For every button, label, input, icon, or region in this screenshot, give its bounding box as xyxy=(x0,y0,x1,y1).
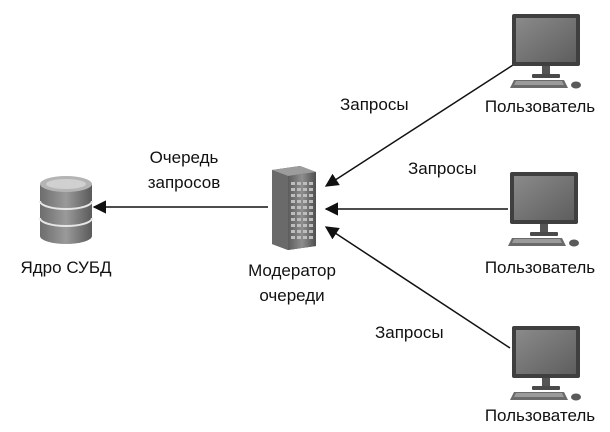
requests-label-bottom: Запросы xyxy=(375,323,444,342)
queue-label-line1: Очередь xyxy=(150,148,219,167)
requests-label-top: Запросы xyxy=(340,95,409,114)
queue-label-line2: запросов xyxy=(148,173,221,192)
computer-icon-top xyxy=(510,14,581,89)
arrow-request-top xyxy=(324,64,514,187)
core-label: Ядро СУБД xyxy=(20,258,111,277)
moderator-label-line2: очереди xyxy=(259,286,324,305)
user-label-middle: Пользователь xyxy=(485,258,595,277)
database-icon xyxy=(39,176,93,244)
computer-icon-middle xyxy=(508,172,579,247)
server-icon xyxy=(272,166,316,250)
computer-icon-bottom xyxy=(510,326,581,401)
user-label-top: Пользователь xyxy=(485,97,595,116)
requests-label-middle: Запросы xyxy=(408,159,477,178)
arrow-request-bottom xyxy=(324,226,511,349)
user-label-bottom: Пользователь xyxy=(485,406,595,425)
moderator-label-line1: Модератор xyxy=(248,261,336,280)
